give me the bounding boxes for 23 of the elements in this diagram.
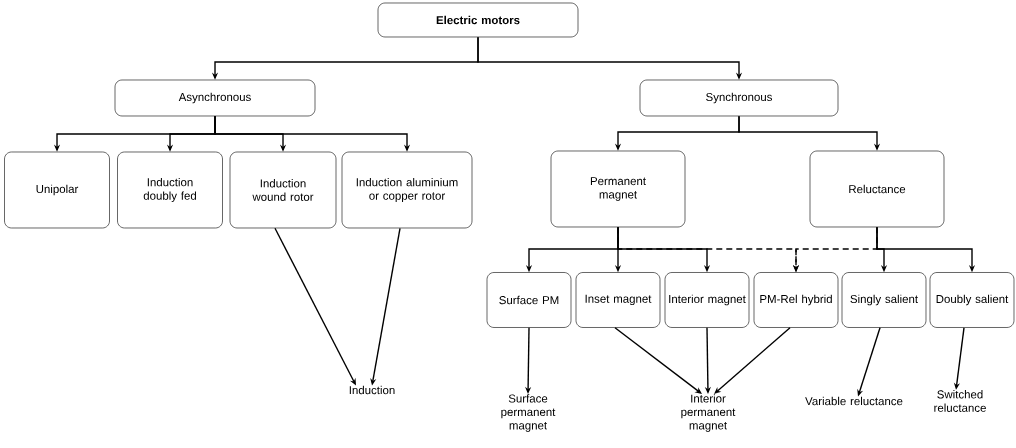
category-box: Synchronous bbox=[639, 79, 839, 117]
category-box: Surface PM bbox=[486, 272, 572, 328]
category-box: PM-Rel hybrid bbox=[753, 272, 839, 328]
category-box: Interior magnet bbox=[664, 272, 750, 328]
category-box: Electric motors bbox=[377, 2, 579, 38]
category-box: Singly salient bbox=[841, 272, 927, 328]
arrow bbox=[614, 327, 702, 394]
category-box: Reluctance bbox=[809, 150, 945, 228]
leaf-label: Induction bbox=[349, 385, 395, 395]
category-box: Unipolar bbox=[4, 151, 110, 229]
category-box: Induction aluminium or copper rotor bbox=[341, 151, 473, 229]
arrow bbox=[714, 327, 791, 394]
category-box: Induction wound rotor bbox=[229, 151, 337, 229]
category-box: Permanent magnet bbox=[550, 150, 686, 228]
leaf-label: Variable reluctance bbox=[805, 396, 903, 406]
leaf-label: Surface permanent magnet bbox=[501, 394, 556, 432]
category-box: Asynchronous bbox=[114, 79, 316, 117]
arrow bbox=[525, 327, 532, 394]
category-box: Inset magnet bbox=[575, 272, 661, 328]
leaf-label: Interior permanent magnet bbox=[681, 394, 736, 432]
category-box: Induction doubly fed bbox=[117, 151, 223, 229]
category-box: Doubly salient bbox=[929, 272, 1015, 328]
leaf-label: Switched reluctance bbox=[934, 390, 986, 412]
